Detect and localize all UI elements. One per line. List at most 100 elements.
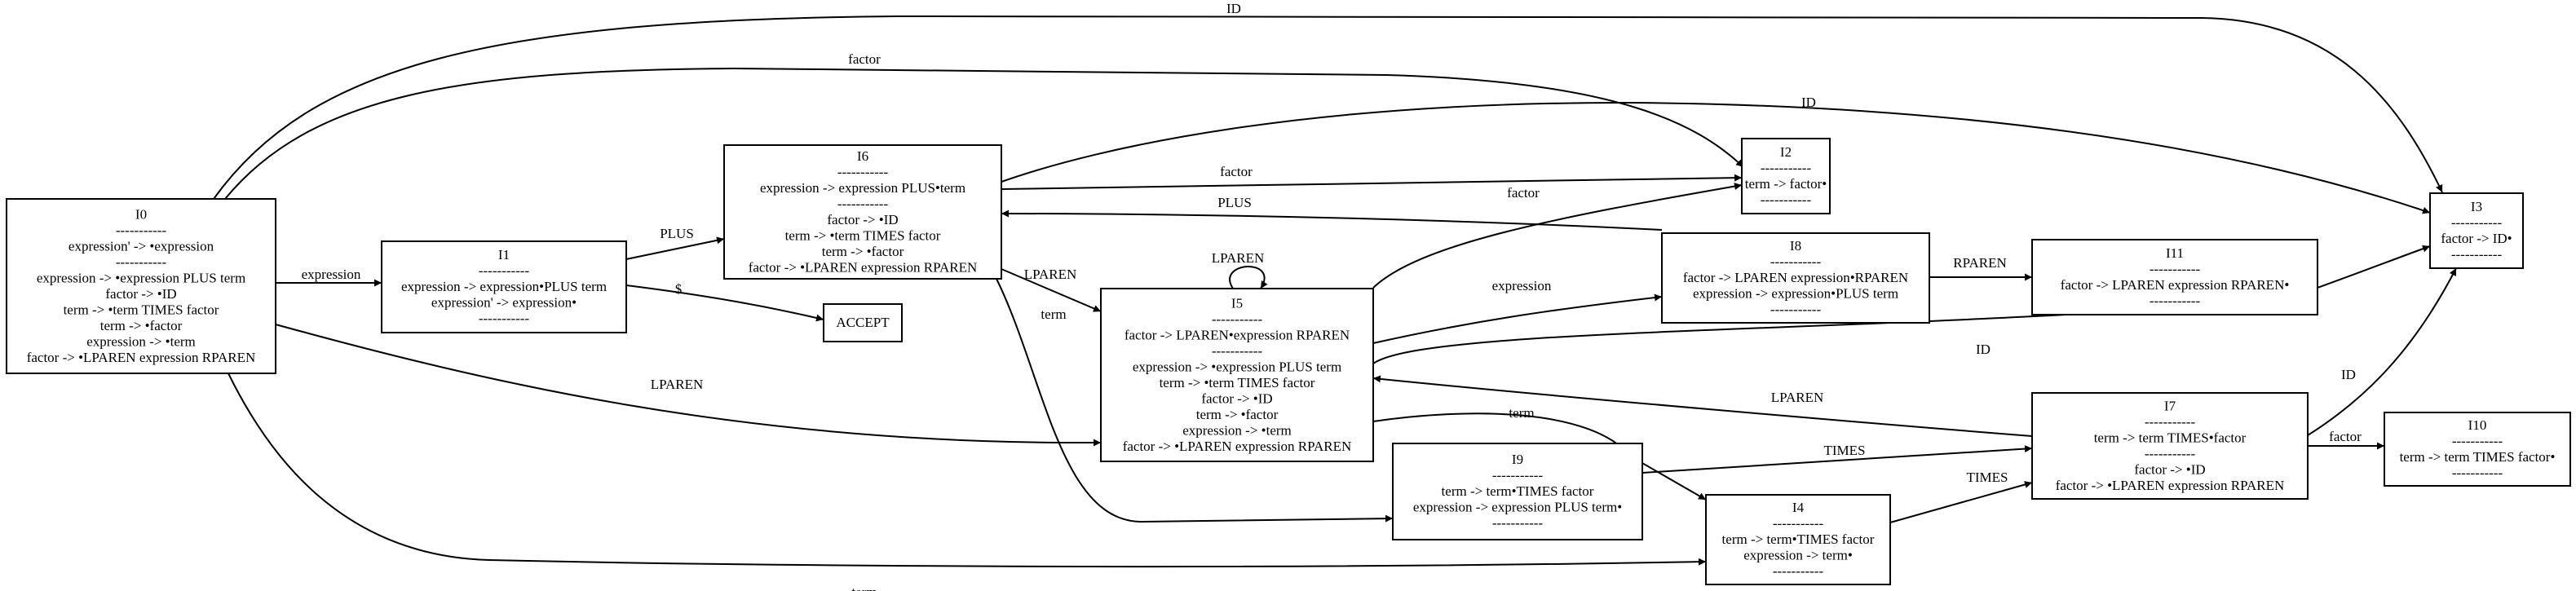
- transition-i8-to-i11: RPAREN: [1929, 255, 2032, 281]
- state-line: -----------: [479, 311, 530, 326]
- transition-label: TIMES: [1824, 443, 1866, 458]
- state-line: -----------: [1773, 516, 1824, 531]
- transition-label: LPAREN: [651, 377, 704, 392]
- state-line: -----------: [1492, 515, 1544, 531]
- transition-i6-to-i3: ID: [1001, 95, 2431, 214]
- transition-arrow: [1372, 293, 1663, 344]
- state-node-i4: I4-----------term -> term•TIMES factorex…: [1705, 494, 1891, 585]
- state-node-i9: I9-----------term -> term•TIMES factorex…: [1392, 443, 1643, 540]
- state-line: -----------: [2451, 214, 2503, 230]
- transition-i0-to-i2: factor: [224, 51, 1744, 200]
- transition-i1-to-accept: $: [625, 281, 824, 322]
- transition-i0-to-i3: ID: [213, 1, 2443, 200]
- transition-arrow: [224, 67, 1744, 200]
- state-node-i11: I11-----------factor -> LPAREN expressio…: [2031, 239, 2318, 315]
- state-box: [2429, 192, 2524, 269]
- state-node-i2: I2-----------term -> factor•-----------: [1741, 138, 1831, 214]
- transition-i5-to-i2: factor: [1372, 183, 1743, 289]
- state-line: term -> term•TIMES factor: [1442, 483, 1594, 499]
- state-line: -----------: [2452, 433, 2503, 448]
- transition-i1-to-i6: PLUS: [625, 226, 725, 260]
- state-line: term -> •factor: [1196, 407, 1279, 422]
- state-line: term -> •term TIMES factor: [1160, 375, 1315, 390]
- transition-label: ID: [1801, 95, 1816, 110]
- transition-label: TIMES: [1967, 470, 2008, 485]
- transition-arrow: [1641, 445, 2033, 474]
- transition-label: ID: [2341, 367, 2356, 382]
- transition-label: term: [1509, 405, 1534, 421]
- state-line: factor -> •ID: [105, 286, 176, 302]
- state-line: -----------: [2150, 261, 2201, 276]
- state-line: factor -> LPAREN expression•RPAREN: [1683, 270, 1908, 285]
- transition-arrow: [2307, 267, 2457, 436]
- transition-i5-to-i8: expression: [1372, 278, 1663, 344]
- transition-arrow: [625, 236, 725, 260]
- state-line: factor -> •LPAREN expression RPAREN: [1123, 439, 1352, 454]
- state-line: term -> •factor: [100, 318, 183, 333]
- state-line: -----------: [2145, 446, 2196, 461]
- state-line: -----------: [1212, 343, 1263, 359]
- state-line: factor -> ID•: [2441, 231, 2512, 246]
- state-line: expression -> term•: [1743, 548, 1853, 563]
- transition-arrow: [1889, 481, 2033, 523]
- state-line: term -> term TIMES factor•: [2400, 449, 2556, 465]
- state-title: I6: [857, 148, 868, 164]
- state-line: -----------: [1761, 160, 1812, 175]
- state-line: factor -> LPAREN•expression RPAREN: [1125, 327, 1350, 342]
- state-box: [823, 303, 903, 342]
- state-line: factor -> •LPAREN expression RPAREN: [2056, 478, 2285, 493]
- state-title: I9: [1512, 452, 1523, 467]
- transition-label: factor: [1507, 185, 1540, 201]
- transition-arrow: [1372, 375, 2033, 437]
- state-line: -----------: [1212, 311, 1263, 327]
- transition-arrow: [1001, 209, 1663, 231]
- state-line: -----------: [116, 223, 167, 238]
- state-line: expression -> expression PLUS term•: [1413, 500, 1622, 515]
- transition-label: expression: [302, 267, 361, 282]
- state-box: [1100, 288, 1374, 462]
- transition-i7-to-i10: factor: [2308, 429, 2384, 450]
- transition-arrow: [213, 15, 2443, 200]
- state-title: I0: [135, 206, 147, 222]
- state-line: -----------: [1492, 468, 1544, 483]
- transition-i7-to-i3: ID: [2307, 267, 2457, 436]
- transition-i9-to-i7: TIMES: [1641, 443, 2033, 474]
- state-line: factor -> •LPAREN expression RPAREN: [749, 259, 978, 275]
- transition-label: expression: [1492, 278, 1552, 293]
- state-box: [2031, 392, 2309, 500]
- state-title: I7: [2164, 398, 2176, 413]
- state-line: factor -> LPAREN expression RPAREN•: [2061, 277, 2290, 293]
- state-title: I1: [498, 247, 510, 262]
- state-box: [1705, 494, 1891, 585]
- state-title: I2: [1780, 144, 1792, 160]
- state-node-i3: I3-----------factor -> ID•-----------: [2429, 192, 2524, 269]
- state-line: expression -> expression•PLUS term: [401, 279, 607, 294]
- state-box: [1392, 443, 1643, 540]
- transition-arrow: [1372, 245, 2431, 364]
- transition-i6-to-i5: LPAREN: [1001, 267, 1102, 312]
- state-line: factor -> •ID: [2134, 461, 2205, 477]
- state-box: [381, 240, 627, 333]
- state-line: -----------: [116, 254, 167, 270]
- state-node-i8: I8-----------factor -> LPAREN expression…: [1661, 232, 1930, 324]
- state-node-i6: I6-----------expression -> expression PL…: [723, 144, 1002, 280]
- state-line: expression -> expression•PLUS term: [1693, 286, 1898, 302]
- state-line: expression -> •term: [86, 333, 196, 349]
- edges-layer: IDfactorexpressionLPARENtermPLUS$IDfacto…: [213, 1, 2457, 591]
- transition-label: $: [675, 281, 683, 297]
- state-node-i7: I7-----------term -> term TIMES•factor--…: [2031, 392, 2309, 500]
- state-title: I10: [2468, 417, 2487, 433]
- state-line: -----------: [1770, 254, 1822, 270]
- transition-i0-to-i5: LPAREN: [275, 324, 1101, 447]
- state-line: expression' -> expression•: [431, 295, 577, 311]
- state-title: I5: [1231, 295, 1243, 311]
- transition-i7-to-i5: LPAREN: [1372, 375, 2033, 437]
- transition-label: term: [1041, 307, 1066, 322]
- transition-label: factor: [848, 51, 881, 67]
- state-line: expression -> •expression PLUS term: [1133, 359, 1341, 374]
- transition-i4-to-i7: TIMES: [1889, 470, 2033, 523]
- state-box: [1661, 232, 1930, 324]
- state-line: expression -> •term: [1182, 422, 1292, 438]
- state-box: [1741, 138, 1831, 214]
- state-node-i5: I5-----------factor -> LPAREN•expression…: [1100, 288, 1374, 462]
